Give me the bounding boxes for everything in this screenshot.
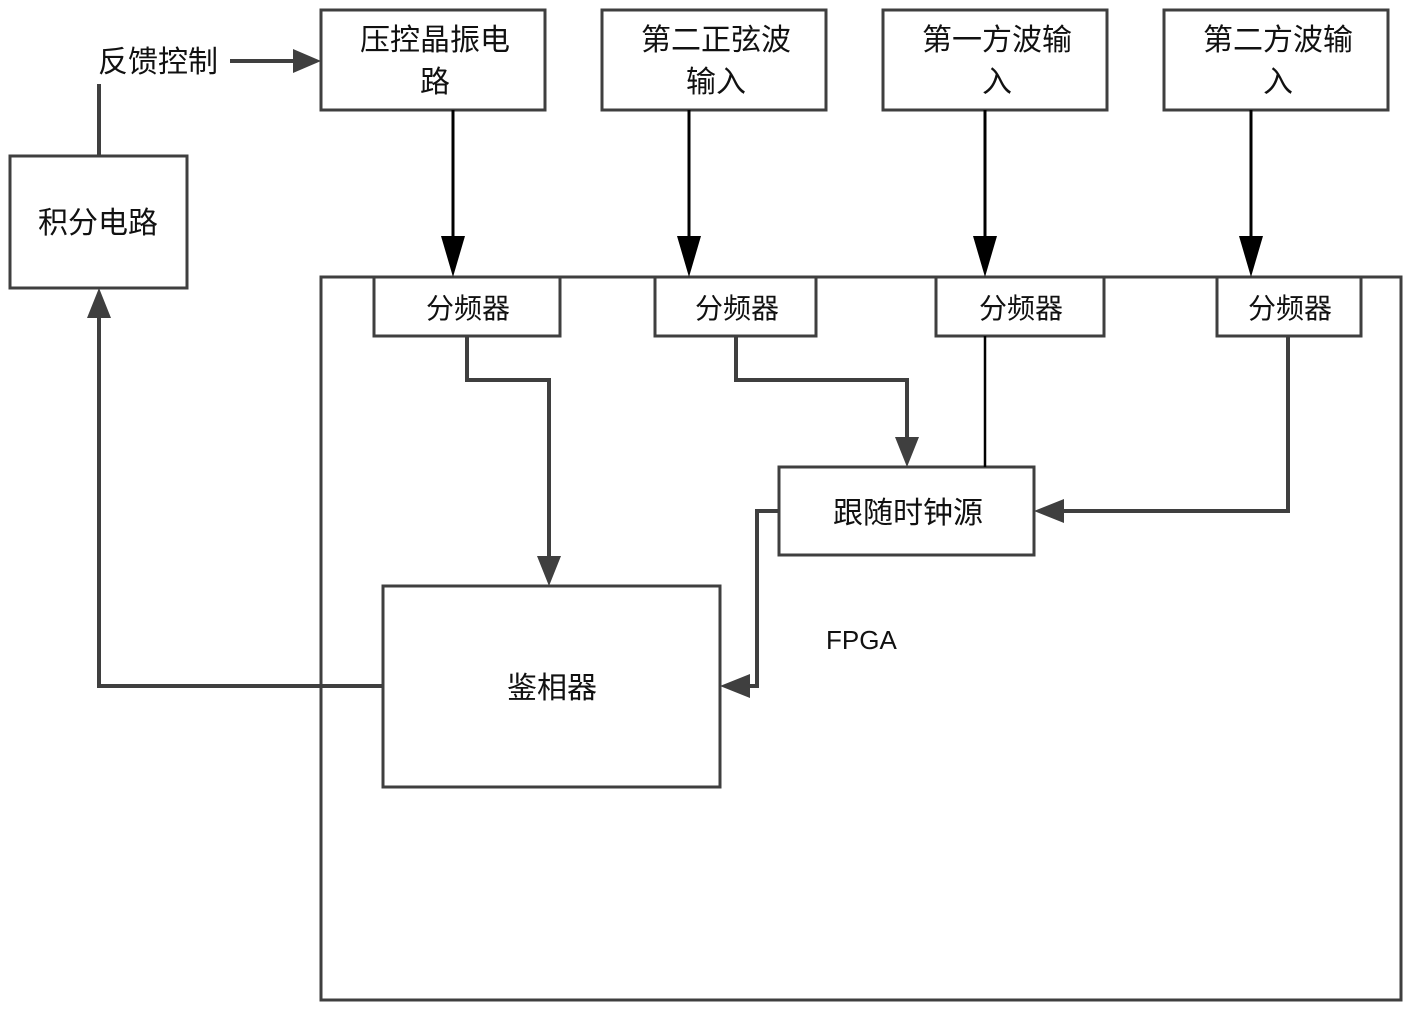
divider-4-label: 分频器 (1248, 292, 1332, 325)
sine2-input-block: 第二正弦波 输入 (600, 8, 828, 112)
arrowhead-icon (87, 288, 111, 318)
divider-4: 分频器 (1215, 275, 1363, 338)
divider-1-label: 分频器 (426, 292, 510, 325)
square1-input-label-line2: 入 (982, 65, 1012, 100)
phase-detector-label: 鉴相器 (507, 671, 597, 706)
connector-feedback: 反馈控制 (97, 45, 321, 156)
arrowhead-icon (973, 236, 997, 277)
connector-square1-divider3 (973, 110, 997, 277)
connector-divider2-tracking-clock (734, 336, 919, 467)
feedback-label: 反馈控制 (98, 45, 218, 80)
divider-3: 分频器 (934, 275, 1106, 338)
connector-divider1-phase-detector (465, 336, 561, 586)
arrowhead-icon (293, 49, 321, 73)
arrowhead-icon (537, 556, 561, 586)
connector-tracking-clock-phase-detector (720, 509, 779, 698)
square2-input-label-line2: 入 (1263, 65, 1293, 100)
arrowhead-icon (441, 236, 465, 277)
square2-input-label-line1: 第二方波输 (1203, 23, 1353, 58)
square1-input-block: 第一方波输 入 (881, 8, 1109, 112)
divider-2: 分频器 (653, 275, 818, 338)
phase-detector-block: 鉴相器 (381, 584, 722, 789)
tracking-clock-block: 跟随时钟源 (777, 465, 1036, 557)
connector-sine2-divider2 (677, 110, 701, 277)
connector-square2-divider4 (1239, 110, 1263, 277)
divider-1: 分频器 (372, 275, 562, 338)
integrator-block: 积分电路 (8, 154, 189, 290)
vcxo-label-line1: 压控晶振电 (360, 23, 510, 58)
connector-divider4-tracking-clock (1034, 336, 1290, 523)
sine2-input-label-line2: 输入 (686, 65, 746, 100)
arrowhead-icon (1239, 236, 1263, 277)
arrowhead-icon (677, 236, 701, 277)
arrowhead-icon (895, 437, 919, 467)
arrowhead-icon (1034, 499, 1064, 523)
vcxo-label-line2: 路 (420, 65, 450, 100)
connector-phase-detector-integrator (87, 288, 383, 688)
vcxo-block: 压控晶振电 路 (319, 8, 547, 112)
divider-3-label: 分频器 (979, 292, 1063, 325)
square1-input-label-line1: 第一方波输 (922, 23, 1072, 58)
fpga-label: FPGA (826, 625, 897, 655)
integrator-label: 积分电路 (38, 206, 158, 241)
divider-2-label: 分频器 (695, 292, 779, 325)
tracking-clock-label: 跟随时钟源 (833, 496, 983, 531)
arrowhead-icon (720, 674, 750, 698)
square2-input-block: 第二方波输 入 (1162, 8, 1390, 112)
sine2-input-label-line1: 第二正弦波 (641, 23, 791, 58)
connector-vcxo-divider1 (441, 110, 465, 277)
